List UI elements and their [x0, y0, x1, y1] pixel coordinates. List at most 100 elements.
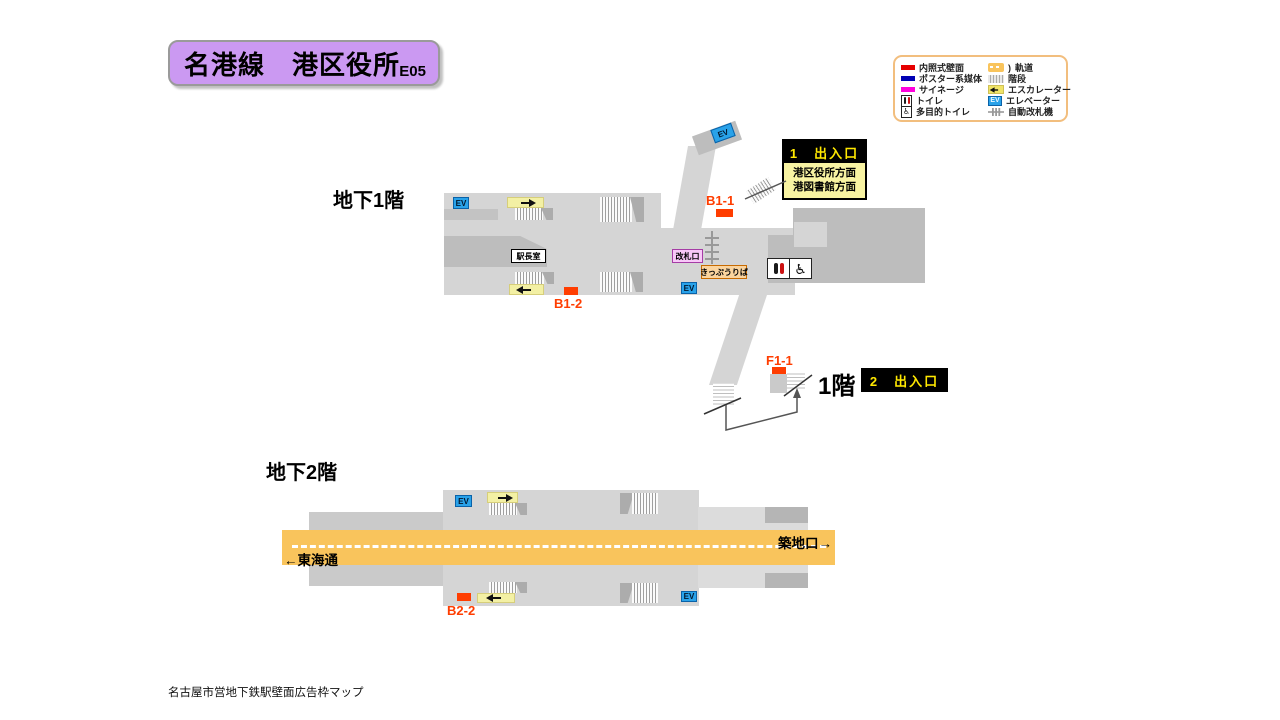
station-code: E05: [399, 63, 426, 80]
right-arrow-icon: [498, 493, 513, 502]
man-figure-icon: [773, 263, 778, 274]
ad-spot-mark-f1-1: [772, 367, 786, 375]
stairs-swatch-icon: [988, 74, 1005, 83]
stairs-b1-south: [515, 272, 544, 284]
escalator-swatch-icon: [988, 85, 1005, 94]
legend-right-column: ) 軌道 階段 エスカレーター EV エレベーター 自動改札機: [988, 62, 1071, 117]
woman-figure-icon: [907, 97, 910, 104]
b2f-platform-north: [443, 490, 699, 530]
legend-label: トイレ: [916, 96, 944, 106]
gate-label: 改札口: [672, 249, 703, 263]
legend-label: エレベーター: [1006, 96, 1061, 106]
track-swatch-icon: [988, 63, 1005, 72]
stairs-landing: [515, 582, 527, 593]
toilet-icon: [767, 258, 790, 279]
left-arrow-icon: [516, 285, 531, 294]
direction-tsukijiguchi: 築地口→: [778, 536, 832, 551]
elevator-box-b2-south: EV: [681, 591, 697, 602]
legend-item-ticket-gate: 自動改札機: [988, 106, 1071, 117]
ad-spot-label-b1-1: B1-1: [706, 193, 735, 208]
ticket-office-label: きっぷうりば: [700, 265, 748, 279]
exit1-box: 1 出入口 港区役所方面 港図書館方面: [782, 139, 867, 200]
ad-spot-mark-b1-1: [716, 209, 733, 217]
stairs-b2-southeast: [632, 583, 658, 603]
signage-swatch-icon: [901, 87, 915, 92]
floor-label-1f: 1階: [818, 373, 856, 400]
legend-label: ポスター系媒体: [919, 74, 983, 84]
stairs-b2-north: [489, 503, 517, 515]
direction-tokaidori: ←東海通: [284, 553, 338, 568]
stairs-b1-north: [515, 208, 543, 220]
left-arrow-icon: [989, 86, 999, 93]
legend-item-track: ) 軌道: [988, 62, 1071, 73]
legend-label: 内照式壁面: [919, 63, 965, 73]
exit1-direction-line: 港区役所方面: [793, 167, 856, 179]
station-office-label: 駅長室: [511, 249, 546, 263]
ad-spot-label-b1-2: B1-2: [554, 296, 583, 311]
b1f-exit2-corridor: [709, 283, 771, 385]
legend-label: 多目的トイレ: [916, 107, 971, 117]
lit-wall-swatch-icon: [901, 65, 915, 70]
legend-item-lit-wall: 内照式壁面: [901, 62, 982, 73]
b1f-exit1-corridor: [673, 146, 716, 230]
escalator-b2-south: [477, 593, 515, 603]
man-figure-icon: [903, 97, 906, 104]
right-arrow-icon: [521, 198, 536, 207]
exit1-directions: 港区役所方面 港図書館方面: [784, 163, 865, 198]
stairs-b1-northeast: [600, 197, 632, 222]
legend-item-elevator: EV エレベーター: [988, 95, 1071, 106]
f1-exit-stairs: [787, 371, 805, 391]
track-paren: ): [1008, 62, 1012, 73]
station-title: 名港線 港区役所: [184, 49, 401, 80]
b2f-platform-south-west: [309, 565, 444, 586]
floor-label-b1: 地下1階: [333, 190, 405, 212]
elevator-swatch-icon: EV: [988, 95, 1003, 106]
elevator-box-b1-concourse: EV: [681, 282, 697, 294]
legend-item-escalator: エスカレーター: [988, 84, 1071, 95]
accessible-toilet-icon: ♿: [789, 258, 812, 279]
exit1-title: 1 出入口: [784, 141, 865, 163]
legend-item-stairs: 階段: [988, 73, 1071, 84]
stairs-b1-southeast: [600, 272, 632, 292]
footer-caption: 名古屋市営地下鉄駅壁面広告枠マップ: [168, 687, 364, 699]
f1-exit-structure: [770, 374, 787, 393]
legend-label: サイネージ: [919, 85, 964, 95]
left-arrow-icon: [485, 594, 501, 602]
wheelchair-icon: ♿: [901, 105, 912, 118]
station-title-box: 名港線 港区役所 E05: [168, 40, 440, 86]
legend-item-poster: ポスター系媒体: [901, 73, 982, 84]
exit2-connector-arrow: [725, 393, 798, 431]
elevator-box-b2-north: EV: [455, 495, 472, 507]
poster-swatch-icon: [901, 76, 915, 81]
b2f-north-east-room: [765, 507, 808, 523]
ad-spot-label-f1-1: F1-1: [766, 353, 793, 368]
legend-label: 自動改札機: [1008, 107, 1054, 117]
b1f-east-hall-room: [794, 222, 827, 247]
track-center-line: [292, 545, 826, 548]
b1f-exit1-stairs: [746, 177, 776, 204]
escalator-b1-down: [509, 284, 544, 295]
legend-label: エスカレーター: [1008, 85, 1072, 95]
escalator-b2-north: [487, 492, 518, 503]
legend-left-column: 内照式壁面 ポスター系媒体 サイネージ トイレ ♿ 多目的トイレ: [901, 62, 982, 118]
floor-label-b2: 地下2階: [266, 462, 338, 484]
ticket-gate-icon: [988, 107, 1005, 116]
stairs-b2-northeast: [632, 493, 658, 514]
ad-spot-label-b2-2: B2-2: [447, 603, 476, 618]
escalator-b1-up: [507, 197, 544, 208]
woman-figure-icon: [779, 263, 784, 274]
legend-label: 軌道: [1015, 63, 1034, 73]
legend-box: 内照式壁面 ポスター系媒体 サイネージ トイレ ♿ 多目的トイレ ) 軌道: [893, 55, 1071, 122]
ad-spot-mark-b2-2: [457, 593, 471, 601]
legend-item-multi-toilet: ♿ 多目的トイレ: [901, 105, 982, 118]
exit1-direction-line: 港図書館方面: [793, 181, 856, 193]
b2f-platform-north-west: [309, 512, 444, 530]
exit2-box: 2 出入口: [861, 368, 948, 392]
b2f-south-east-room: [765, 573, 808, 588]
legend-label: 階段: [1008, 74, 1027, 84]
legend-item-signage: サイネージ: [901, 84, 982, 95]
exit2-corridor-stairs: [713, 383, 734, 407]
ad-spot-mark-b1-2: [564, 287, 578, 295]
